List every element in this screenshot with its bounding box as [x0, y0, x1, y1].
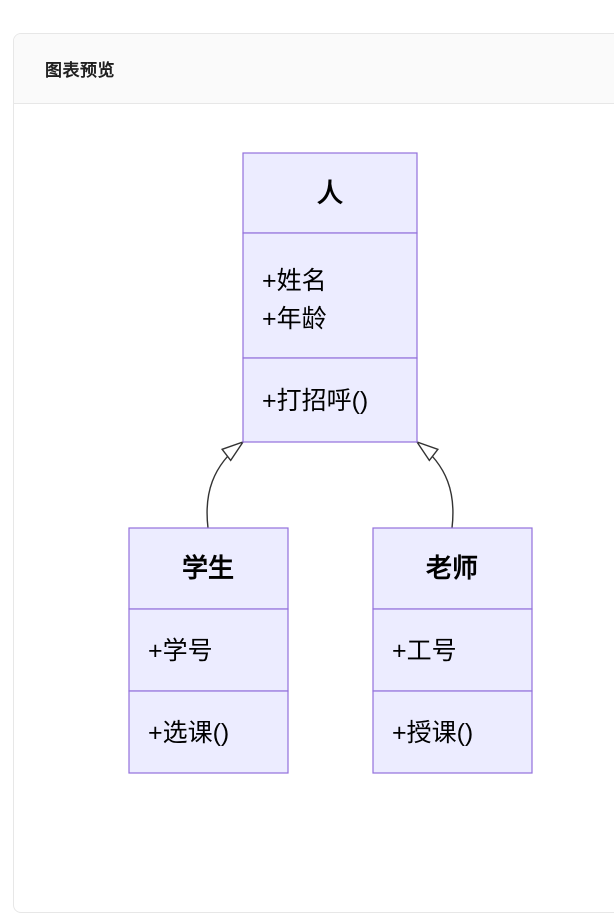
- class-teacher-method: +授课(): [392, 719, 473, 747]
- inheritance-edge-teacher-person: [417, 442, 454, 529]
- class-teacher-attribute: +工号: [392, 637, 457, 665]
- class-student-attributes-section: [128, 608, 289, 692]
- class-person-name: 人: [317, 178, 343, 208]
- class-person-methods-section: [242, 357, 418, 443]
- class-student-method: +选课(): [148, 719, 229, 747]
- class-teacher-name: 老师: [426, 553, 478, 583]
- class-student-title-section: [128, 527, 289, 610]
- class-person-title-section: [242, 152, 418, 234]
- class-student-methods-section: [128, 690, 289, 774]
- class-node-teacher: 老师 +工号 +授课(): [372, 527, 533, 774]
- diagram-preview-card: 图表预览 人 +姓名 +年龄 +打招呼(): [13, 33, 614, 913]
- page-title: 图表预览: [45, 61, 115, 80]
- class-teacher-title-section: [372, 527, 533, 610]
- class-student-name: 学生: [182, 553, 234, 583]
- class-diagram-canvas: 人 +姓名 +年龄 +打招呼() 学生 +学号 +选课() 老师 +工号: [128, 152, 533, 774]
- card-header: 图表预览: [14, 34, 614, 104]
- class-person-attribute: +年龄: [262, 305, 327, 333]
- class-teacher-methods-section: [372, 690, 533, 774]
- class-person-method: +打招呼(): [262, 387, 368, 415]
- class-node-student: 学生 +学号 +选课(): [128, 527, 289, 774]
- inheritance-edge-student-person: [206, 442, 243, 529]
- class-person-attributes-section: [242, 232, 418, 359]
- diagram-preview-body: 人 +姓名 +年龄 +打招呼() 学生 +学号 +选课() 老师 +工号: [14, 104, 614, 864]
- class-node-person: 人 +姓名 +年龄 +打招呼(): [242, 152, 418, 443]
- class-student-attribute: +学号: [148, 637, 213, 665]
- class-person-attribute: +姓名: [262, 267, 327, 295]
